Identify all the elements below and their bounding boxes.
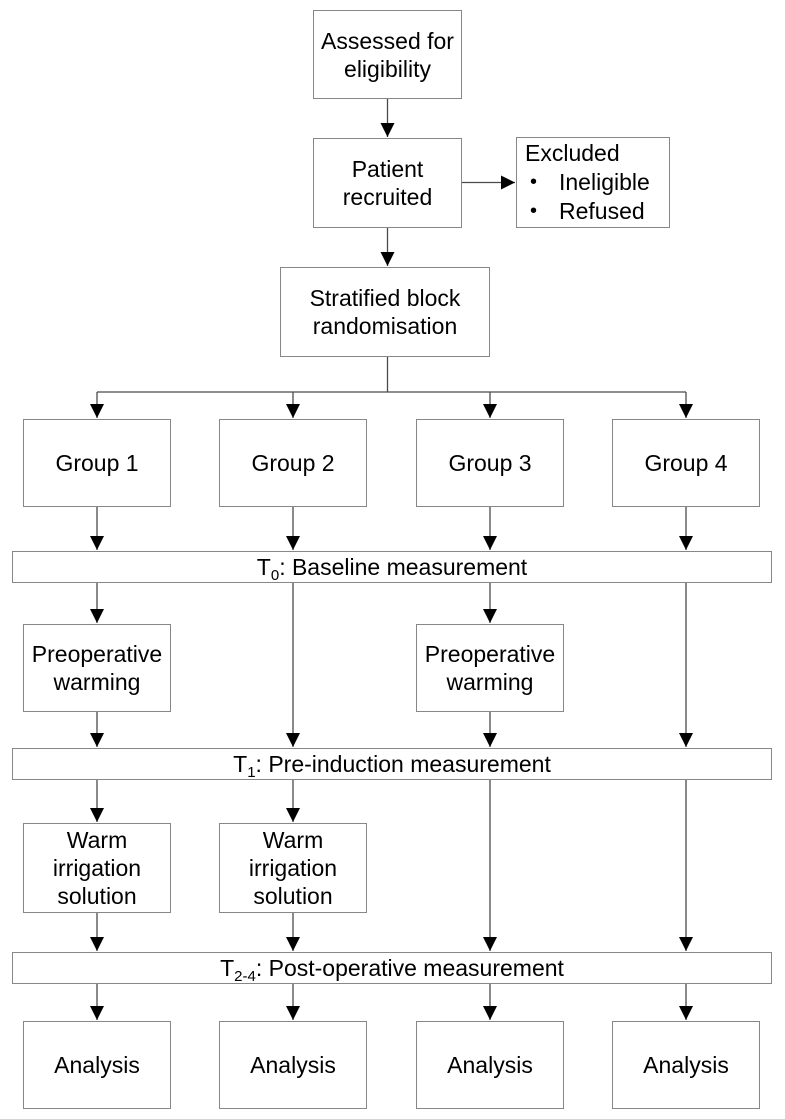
- group-4-box: Group 4: [612, 419, 760, 507]
- analysis-box-2: Analysis: [219, 1021, 367, 1109]
- stratified-block-randomisation-box: Stratified block randomisation: [280, 267, 490, 357]
- analysis-box-1: Analysis: [23, 1021, 171, 1109]
- group-4-label: Group 4: [644, 450, 728, 476]
- group-3-box: Group 3: [416, 419, 564, 507]
- preoperative-warming-label: Preoperative warming: [424, 641, 556, 695]
- excluded-title: Excluded: [525, 140, 620, 166]
- group-3-label: Group 3: [448, 450, 532, 476]
- t0-subscript: 0: [270, 566, 280, 584]
- group-1-box: Group 1: [23, 419, 171, 507]
- stratified-block-randomisation-label: Stratified block randomisation: [309, 285, 461, 339]
- t1-pre-induction-measurement-label: T1: Pre-induction measurement: [233, 750, 551, 780]
- t0-baseline-measurement-bar: T0: Baseline measurement: [12, 551, 772, 583]
- preoperative-warming-box-group3: Preoperative warming: [416, 624, 564, 712]
- t2-4-post-operative-measurement-label: T2-4: Post-operative measurement: [220, 954, 564, 984]
- group-2-label: Group 2: [251, 450, 335, 476]
- analysis-label: Analysis: [250, 1052, 336, 1078]
- analysis-label: Analysis: [643, 1052, 729, 1078]
- preoperative-warming-box-group1: Preoperative warming: [23, 624, 171, 712]
- group-2-box: Group 2: [219, 419, 367, 507]
- bullet-icon: •: [530, 171, 538, 193]
- excluded-item-label: Ineligible: [559, 169, 650, 195]
- t0-symbol: T: [256, 553, 271, 580]
- t0-baseline-measurement-label: T0: Baseline measurement: [256, 553, 528, 583]
- warm-irrigation-solution-box-group2: Warm irrigation solution: [219, 823, 367, 913]
- t2-4-subscript: 2-4: [234, 967, 256, 985]
- group-1-label: Group 1: [55, 450, 139, 476]
- excluded-item-label: Refused: [559, 198, 645, 224]
- patient-recruited-label: Patient recruited: [342, 156, 433, 210]
- patient-recruited-box: Patient recruited: [313, 138, 462, 228]
- t0-text: : Baseline measurement: [279, 553, 528, 580]
- t1-text: : Pre-induction measurement: [255, 750, 551, 777]
- t2-4-post-operative-measurement-bar: T2-4: Post-operative measurement: [12, 952, 772, 984]
- analysis-box-4: Analysis: [612, 1021, 760, 1109]
- assessed-for-eligibility-box: Assessed for eligibility: [313, 10, 462, 99]
- t2-4-text: : Post-operative measurement: [255, 954, 564, 981]
- bullet-icon: •: [530, 200, 538, 222]
- excluded-item-refused: • Refused: [517, 197, 645, 226]
- preoperative-warming-label: Preoperative warming: [31, 641, 163, 695]
- assessed-for-eligibility-label: Assessed for eligibility: [321, 27, 454, 82]
- analysis-box-3: Analysis: [416, 1021, 564, 1109]
- analysis-label: Analysis: [447, 1052, 533, 1078]
- excluded-box: Excluded • Ineligible • Refused: [516, 137, 670, 228]
- t1-subscript: 1: [247, 763, 256, 781]
- t1-pre-induction-measurement-bar: T1: Pre-induction measurement: [12, 748, 772, 780]
- t2-4-symbol: T: [220, 954, 235, 981]
- warm-irrigation-solution-box-group1: Warm irrigation solution: [23, 823, 171, 913]
- excluded-item-ineligible: • Ineligible: [517, 168, 650, 197]
- analysis-label: Analysis: [54, 1052, 140, 1078]
- warm-irrigation-solution-label: Warm irrigation solution: [248, 827, 338, 909]
- warm-irrigation-solution-label: Warm irrigation solution: [52, 827, 142, 909]
- t1-symbol: T: [233, 750, 248, 777]
